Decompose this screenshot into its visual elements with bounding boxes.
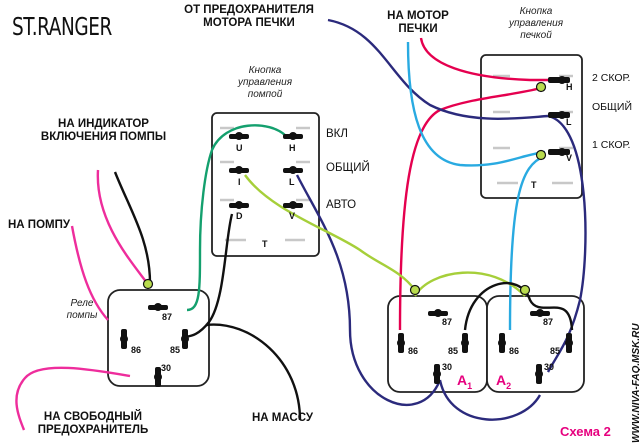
pump-button-terminals [229,132,303,209]
pump-position-auto: АВТО [326,199,357,211]
wire-blue-motor [406,41,546,167]
junction-node [142,278,154,290]
wire-black-indicator [113,171,152,284]
label-to-motor: НА МОТОР ПЕЧКИ [387,10,449,35]
pin-label: I [238,177,241,187]
pin-label: 87 [543,317,554,327]
pin-label: 30 [442,362,453,372]
wire-red-motor [419,37,550,82]
wire-pink-indicator [96,169,148,284]
pin-label: 86 [408,346,419,356]
scheme-label: Схема 2 [560,424,611,439]
site-url-label: WWW.NIVA-FAQ.MSK.RU [631,323,640,443]
pin-label: L [289,177,295,187]
relay-a2-index: 2 [506,380,512,391]
pin-label: 87 [162,312,173,322]
relay-a1-name: A [457,372,468,388]
pump-relay-caption: Реле помпы [66,298,98,321]
relay-terminals [120,303,573,387]
pump-position-common: ОБЩИЙ [326,162,370,174]
junction-node [535,149,547,161]
pin-label: L [566,117,572,127]
brand-logo: ST.RANGER [12,12,112,41]
wire-red-h [398,86,542,331]
pin-label: 86 [509,346,520,356]
relay-a2-box [486,295,585,393]
pin-label: T [262,239,268,249]
heater-position-2: 2 СКОР. [592,72,631,84]
heater-position-1: 1 СКОР. [592,139,631,151]
label-from-fuse: ОТ ПРЕДОХРАНИТЕЛЯ МОТОРА ПЕЧКИ [184,4,314,29]
pin-label: 85 [170,345,181,355]
label-to-pump: НА ПОМПУ [8,219,71,231]
relay-a1-label: A1 [457,372,472,391]
wire-navy-pump-l [295,174,442,407]
label-ground: НА МАССУ [252,412,314,424]
wire-pink-fuse [15,366,131,431]
wire-green [186,124,287,312]
pin-label: 85 [550,346,561,356]
pump-button-box [211,112,320,257]
pin-label: 85 [448,346,459,356]
label-free-fuse: НА СВОБОДНЫЙ ПРЕДОХРАНИТЕЛЬ [37,411,149,436]
relay-a2-label: A2 [496,372,511,391]
wire-blue-v [508,154,546,331]
heater-button-caption: Кнопка управления печкой [508,6,564,41]
wire-navy-relay [438,379,542,421]
wire-navy-fuse [327,18,549,120]
pin-label: 87 [442,317,453,327]
pin-label: U [236,143,243,153]
label-indicator: НА ИНДИКАТОР ВКЛЮЧЕНИЯ ПОМПЫ [40,118,167,143]
wire-navy-common [546,114,587,373]
pin-label: H [566,82,573,92]
pin-label: 86 [131,345,142,355]
pin-label: 30 [544,362,555,372]
junction-node [535,81,547,93]
pump-button-caption: Кнопка управления помпой [237,65,293,100]
wire-lime-i [244,174,416,291]
wire-lime-link [413,271,526,297]
wire-pink-pump [70,225,109,321]
pump-position-on: ВКЛ [326,128,348,140]
wire-black-ground [205,323,302,421]
relay-a2-name: A [496,372,507,388]
heater-button-terminals [548,76,570,156]
pin-label: D [236,211,243,221]
pin-label: H [289,143,296,153]
junction-node [519,284,531,296]
junction-node [409,284,421,296]
pin-label: 30 [161,363,172,373]
pin-label: T [531,180,537,190]
relay-a1-index: 1 [467,380,473,391]
pin-label: V [566,153,573,163]
pin-label: V [289,211,296,221]
heater-position-common: ОБЩИЙ [592,101,632,113]
wire-black-relay [463,282,574,331]
